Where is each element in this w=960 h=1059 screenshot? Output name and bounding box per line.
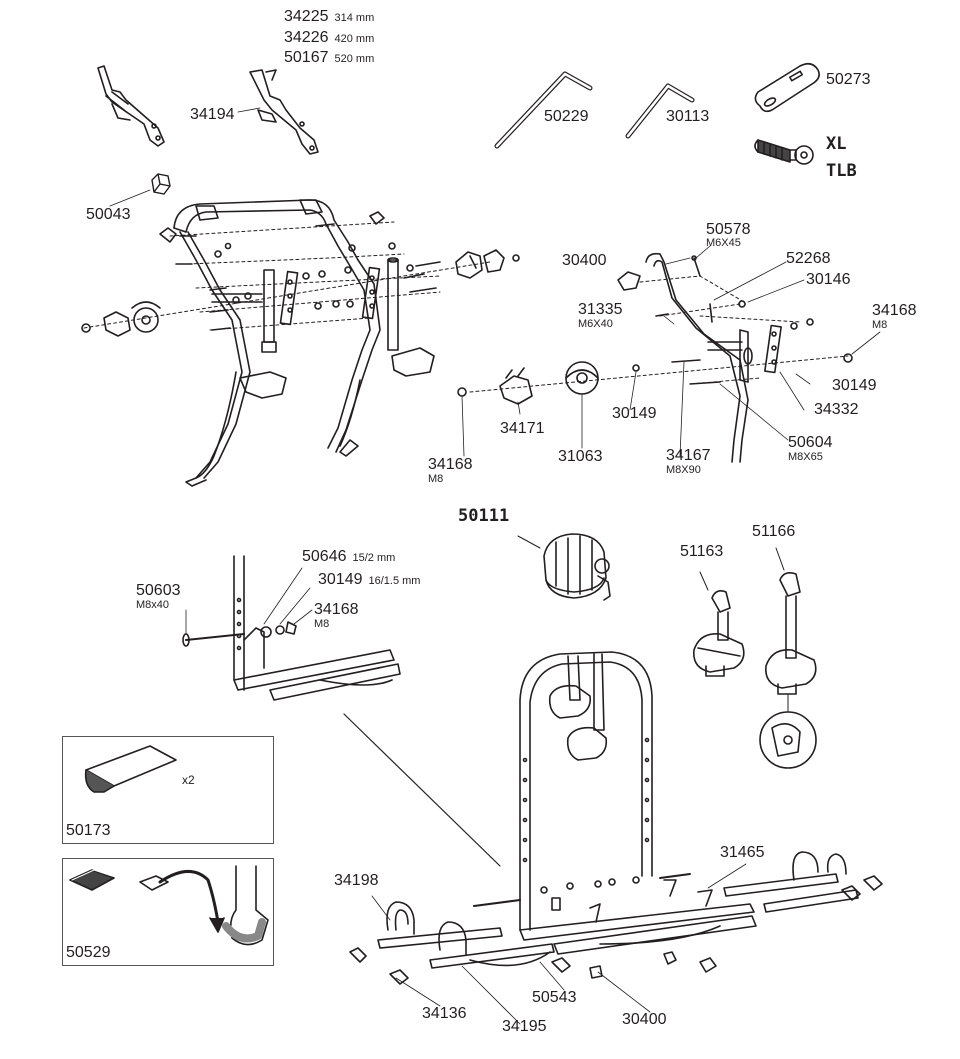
label-washer-right: 30149 (832, 377, 877, 394)
upright-detail (182, 555, 401, 701)
lock-cylinder (754, 139, 814, 165)
leader-line (343, 713, 501, 867)
label-leaders (109, 107, 881, 1025)
sticker-sheet (84, 745, 177, 793)
label-sticker: 50173 (66, 822, 111, 839)
key-plate (754, 62, 820, 113)
frame-cap-part (150, 172, 172, 196)
label-wrench-short: 30113 (666, 108, 710, 125)
protective-pad (69, 865, 269, 946)
label-rail-clip: 31465 (720, 844, 765, 861)
lock-knob (517, 533, 611, 601)
spec-lower-bolt: M8x40 (136, 599, 170, 611)
rod-314-size: 314 mm (334, 12, 375, 24)
label-nut-m8-right: 34168 (872, 302, 917, 319)
spec-bolt-m8x65: M8X65 (788, 451, 823, 463)
label-rod-314: 34225 314 mm (284, 8, 374, 27)
arm-long (759, 547, 817, 769)
rod-520-size: 520 mm (334, 53, 375, 65)
label-screw-m6x45: 50578 (706, 221, 751, 238)
washer-a-spec: 15/2 mm (352, 552, 396, 564)
label-lock-tlb: TLB (826, 161, 857, 181)
main-frame (173, 199, 435, 487)
label-strap-cap: 34136 (422, 1005, 467, 1022)
label-lock-knob: 50111 (458, 506, 510, 526)
spec-bolt-m8x90: M8X90 (666, 464, 701, 476)
label-detail-knob: 30400 (562, 252, 607, 269)
mount-bracket-left (97, 65, 165, 147)
label-bolt-m8x65: 50604 (788, 434, 833, 451)
rod-520-pn: 50167 (284, 49, 329, 66)
carrier-frame (349, 651, 883, 985)
spec-screw-m6x45: M6X45 (706, 237, 741, 249)
bracket-pad (257, 109, 277, 123)
washer-b-spec: 16/1.5 mm (368, 575, 421, 587)
frame-assembly-lines (83, 221, 491, 331)
label-bolt-m8x90: 34167 (666, 447, 711, 464)
rod-420-pn: 34226 (284, 29, 329, 46)
spec-lower-nut: M8 (314, 618, 330, 630)
label-joint-clamp: 34171 (500, 420, 545, 437)
label-sticker-qty: x2 (182, 773, 195, 787)
label-key-plate: 50273 (826, 71, 871, 88)
mount-bracket-right (249, 69, 319, 155)
label-joint-disc: 31063 (558, 448, 603, 465)
washer-a-pn: 50646 (302, 548, 347, 565)
label-bracket: 34194 (190, 106, 235, 123)
hex-wrench-long (494, 71, 593, 149)
label-frame-cap: 50043 (86, 206, 131, 223)
label-lock-xl: XL (826, 134, 847, 154)
label-pad: 50529 (66, 944, 111, 961)
hex-wrench-short (625, 83, 695, 139)
detail-assembly-lines (469, 275, 849, 393)
arm-short (693, 571, 745, 677)
frame-hardware (81, 211, 520, 337)
label-pin: 52268 (786, 250, 831, 267)
label-washer-mid: 30149 (612, 405, 657, 422)
label-washer-a: 50646 15/2 mm (302, 548, 395, 567)
label-rod-520: 50167 520 mm (284, 49, 374, 68)
label-wheel-rail: 50543 (532, 989, 577, 1006)
detail-tube (645, 252, 782, 463)
label-washer-b: 30149 16/1.5 mm (318, 571, 420, 590)
label-nut-m8-left: 34168 (428, 456, 473, 473)
label-strap-second: 34195 (502, 1018, 547, 1035)
label-arm-long: 51166 (752, 523, 796, 540)
inset-sticker (62, 736, 274, 844)
label-plate: 34332 (814, 401, 859, 418)
label-knob-bottom: 30400 (622, 1011, 667, 1028)
inset-pad (62, 858, 274, 966)
label-screw-m6x40: 31335 (578, 301, 623, 318)
label-strap-left: 34198 (334, 872, 379, 889)
rod-420-size: 420 mm (334, 33, 375, 45)
detail-hardware (457, 255, 853, 405)
washer-b-pn: 30149 (318, 571, 363, 588)
spec-nut-m8-left: M8 (428, 473, 444, 485)
label-rod-420: 34226 420 mm (284, 29, 374, 48)
spec-screw-m6x40: M6X40 (578, 318, 613, 330)
label-wrench-long: 50229 (544, 108, 589, 125)
rod-314-pn: 34225 (284, 8, 329, 25)
label-detail-nut: 30146 (806, 271, 851, 288)
label-arm-short: 51163 (680, 543, 724, 560)
spec-nut-m8-right: M8 (872, 319, 888, 331)
label-lower-bolt: 50603 (136, 582, 181, 599)
label-lower-nut: 34168 (314, 601, 359, 618)
